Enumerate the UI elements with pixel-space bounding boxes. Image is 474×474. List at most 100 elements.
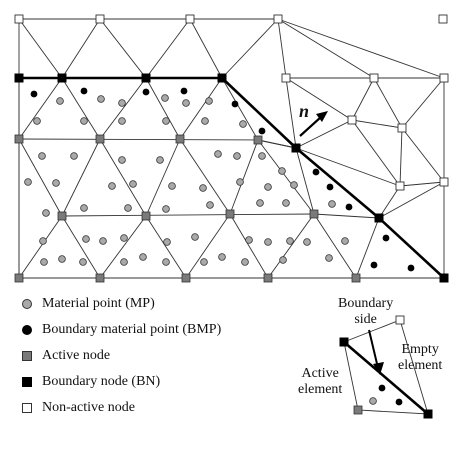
- mesh-edge: [61, 213, 315, 217]
- non-active-node: [347, 115, 357, 125]
- legend-item-boundary-node: Boundary node (BN): [22, 373, 160, 391]
- mesh-edge: [351, 77, 375, 121]
- mesh-edge: [229, 213, 269, 279]
- material-point: [279, 256, 287, 264]
- mesh-edge: [18, 138, 259, 141]
- mesh-edge: [145, 18, 191, 79]
- material-point: [161, 94, 169, 102]
- normal-arrow-shaft: [299, 116, 322, 137]
- material-point: [168, 182, 176, 190]
- material-point: [264, 183, 272, 191]
- mesh-edge: [313, 213, 380, 219]
- boundary-side-arrow-shaft: [368, 329, 379, 369]
- material-point: [200, 258, 208, 266]
- material-point: [162, 258, 170, 266]
- material-point: [286, 237, 294, 245]
- boundary-material-point: [80, 87, 88, 95]
- mesh-edge: [99, 18, 147, 79]
- material-point: [205, 97, 213, 105]
- material-point: [124, 204, 132, 212]
- active-node: [175, 134, 185, 144]
- boundary-edge: [378, 217, 445, 279]
- material-points: [24, 87, 415, 272]
- boundary-edge: [295, 147, 380, 219]
- material-point: [282, 199, 290, 207]
- material-point: [56, 97, 64, 105]
- boundary-material-point: [231, 100, 239, 108]
- material-point: [328, 200, 336, 208]
- boundary-material-point: [382, 234, 390, 242]
- material-point: [182, 99, 190, 107]
- mesh-edge: [355, 217, 380, 279]
- boundary-material-point: [370, 261, 378, 269]
- mesh-edge: [229, 139, 259, 215]
- non-active-node: [397, 123, 407, 133]
- mesh-edge: [145, 215, 187, 279]
- mesh-edge: [61, 77, 101, 140]
- mesh-edge: [99, 138, 147, 217]
- mesh-edge: [257, 139, 297, 149]
- material-point: [120, 234, 128, 242]
- mesh-edge: [61, 215, 101, 279]
- boundary-node: [291, 143, 301, 153]
- non-active-node-symbol: [22, 403, 32, 413]
- boundary-material-point: [312, 168, 320, 176]
- mesh-lines: [18, 18, 445, 279]
- material-point: [369, 397, 377, 405]
- boundary-material-point: [407, 264, 415, 272]
- normal-vector-label: n: [299, 101, 310, 121]
- empty-element-label: Empty element: [398, 342, 442, 374]
- mesh-edge: [185, 213, 231, 279]
- legend-item-material-point: Material point (MP): [22, 295, 155, 313]
- material-point: [80, 204, 88, 212]
- mesh-edge: [221, 77, 259, 141]
- material-point: [256, 199, 264, 207]
- mesh-edge: [378, 181, 445, 219]
- active-node: [57, 211, 67, 221]
- mesh-edge: [61, 138, 101, 217]
- material-point: [264, 238, 272, 246]
- material-point: [201, 117, 209, 125]
- material-point: [120, 258, 128, 266]
- material-point: [233, 152, 241, 160]
- material-point: [52, 179, 60, 187]
- mesh-edge: [99, 77, 147, 140]
- boundary-node: [14, 73, 24, 83]
- active-node: [14, 273, 24, 283]
- mesh-edge: [351, 119, 403, 129]
- active-element-text: Active element: [298, 366, 343, 397]
- inset-diagram: [339, 315, 433, 419]
- material-point: [162, 117, 170, 125]
- non-active-node: [273, 14, 283, 24]
- material-point: [341, 237, 349, 245]
- inset-boundary-side: [343, 341, 429, 415]
- boundary-material-point: [180, 87, 188, 95]
- non-active-node: [438, 14, 448, 24]
- material-point: [206, 201, 214, 209]
- material-point: [163, 238, 171, 246]
- mesh-edge: [373, 77, 403, 129]
- boundary-node: [217, 73, 227, 83]
- boundary-material-point-symbol: [22, 325, 32, 335]
- legend-item-active-node: Active node: [22, 347, 110, 365]
- mesh-edge: [277, 18, 445, 79]
- material-point: [108, 182, 116, 190]
- legend-item-boundary-material-point: Boundary material point (BMP): [22, 321, 221, 339]
- mesh-edge: [295, 119, 353, 149]
- mesh-edge: [295, 147, 315, 215]
- material-point: [278, 167, 286, 175]
- mesh-edge: [401, 77, 445, 129]
- boundary-side-text: Boundary side: [338, 296, 394, 327]
- active-node: [225, 209, 235, 219]
- boundary-side-arrow-head: [373, 362, 384, 375]
- mesh-edge: [277, 18, 375, 79]
- material-point: [290, 181, 298, 189]
- boundary-node-symbol: [22, 377, 32, 387]
- active-node: [95, 134, 105, 144]
- material-point: [162, 205, 170, 213]
- mesh-edge: [18, 215, 63, 279]
- material-point-symbol: [22, 299, 32, 309]
- non-active-node: [369, 73, 379, 83]
- boundary-material-point: [345, 203, 353, 211]
